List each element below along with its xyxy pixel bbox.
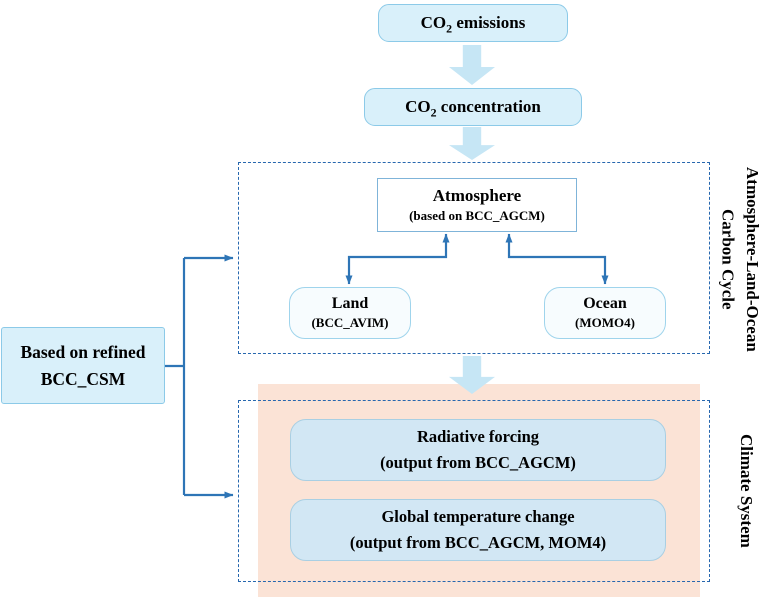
climate-system-boundary	[238, 400, 710, 582]
down-arrow-concentration-to-carbon-cycle	[449, 127, 495, 160]
land-node: Land (BCC_AVIM)	[289, 287, 411, 339]
co2-subscript: 2	[446, 20, 453, 35]
carbon-cycle-label-line2: Carbon Cycle	[718, 208, 738, 310]
ocean-subtitle: (MOMO4)	[575, 314, 635, 330]
global-temperature-node: Global temperature change (output from B…	[290, 499, 666, 561]
climate-system-label-text: Climate System	[737, 434, 756, 548]
co2-concentration-node: CO2 concentration	[364, 88, 582, 126]
land-subtitle: (BCC_AVIM)	[311, 314, 389, 330]
co2-emissions-label: CO2 emissions	[420, 12, 526, 35]
land-title: Land	[331, 295, 369, 313]
co2-concentration-label: CO2 concentration	[405, 96, 541, 119]
global-temperature-title: Global temperature change	[381, 507, 575, 527]
based-on-line1: Based on refined	[20, 342, 146, 363]
ocean-node: Ocean (MOMO4)	[544, 287, 666, 339]
carbon-cycle-section-label: Atmosphere-Land-Ocean Carbon Cycle	[712, 136, 764, 382]
bcc-csm-connector-stem	[165, 258, 186, 495]
climate-system-section-label: Climate System	[730, 398, 758, 584]
down-arrow-emissions-to-concentration	[449, 45, 495, 85]
carbon-cycle-label-line1: Atmosphere-Land-Ocean	[743, 166, 762, 352]
radiative-forcing-title: Radiative forcing	[416, 427, 540, 447]
radiative-forcing-subtitle: (output from BCC_AGCM)	[380, 453, 576, 472]
based-on-refined-node: Based on refined BCC_CSM	[1, 327, 165, 404]
co2-emissions-node: CO2 emissions	[378, 4, 568, 42]
atmosphere-node: Atmosphere (based on BCC_AGCM)	[377, 178, 577, 232]
carbon-cycle-boundary	[238, 162, 710, 354]
co2-subscript: 2	[430, 104, 437, 119]
radiative-forcing-node: Radiative forcing (output from BCC_AGCM)	[290, 419, 666, 481]
global-temperature-subtitle: (output from BCC_AGCM, MOM4)	[349, 533, 607, 552]
atmosphere-subtitle: (based on BCC_AGCM)	[409, 208, 545, 224]
based-on-line2: BCC_CSM	[40, 368, 126, 389]
atmosphere-title: Atmosphere	[432, 186, 522, 206]
ocean-title: Ocean	[583, 295, 627, 313]
